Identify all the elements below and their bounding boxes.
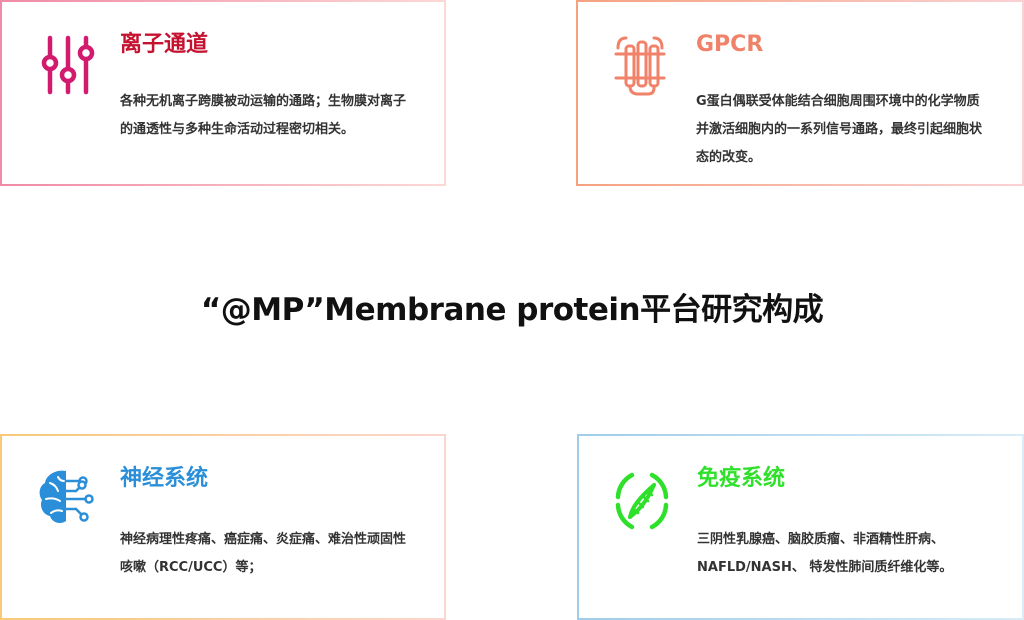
card-title: 神经系统 [120,466,209,491]
card-description: 神经病理性疼痛、癌症痛、炎症痛、难治性顽固性咳嗽（RCC/UCC）等； [120,532,407,575]
card-title: 免疫系统 [697,466,786,491]
sliders-icon [36,32,100,100]
card-ion-channel: 离子通道 各种无机离子跨膜被动运输的通路；生物膜对离子的通透性与多种生命活动过程… [0,0,446,186]
card-description: G蛋白偶联受体能结合细胞周围环境中的化学物质并激活细胞内的一系列信号通路，最终引… [696,94,983,165]
dna-icon [610,467,674,535]
brain-circuit-icon [36,463,100,531]
card-title: 离子通道 [120,32,209,57]
card-description: 各种无机离子跨膜被动运输的通路；生物膜对离子的通透性与多种生命活动过程密切相关。 [120,94,407,137]
card-description: 三阴性乳腺癌、脑胶质瘤、非酒精性肝病、NAFLD/NASH、 特发性肺间质纤维化… [697,532,953,575]
card-nervous-system: 神经系统 神经病理性疼痛、癌症痛、炎症痛、难治性顽固性咳嗽（RCC/UCC）等； [0,434,446,620]
card-title: GPCR [696,32,764,57]
page-title: “@MP”Membrane protein平台研究构成 [200,292,824,328]
card-immune-system: 免疫系统 三阴性乳腺癌、脑胶质瘤、非酒精性肝病、NAFLD/NASH、 特发性肺… [577,434,1024,620]
card-gpcr: GPCR G蛋白偶联受体能结合细胞周围环境中的化学物质并激活细胞内的一系列信号通… [576,0,1024,186]
membrane-receptor-icon [608,32,672,100]
